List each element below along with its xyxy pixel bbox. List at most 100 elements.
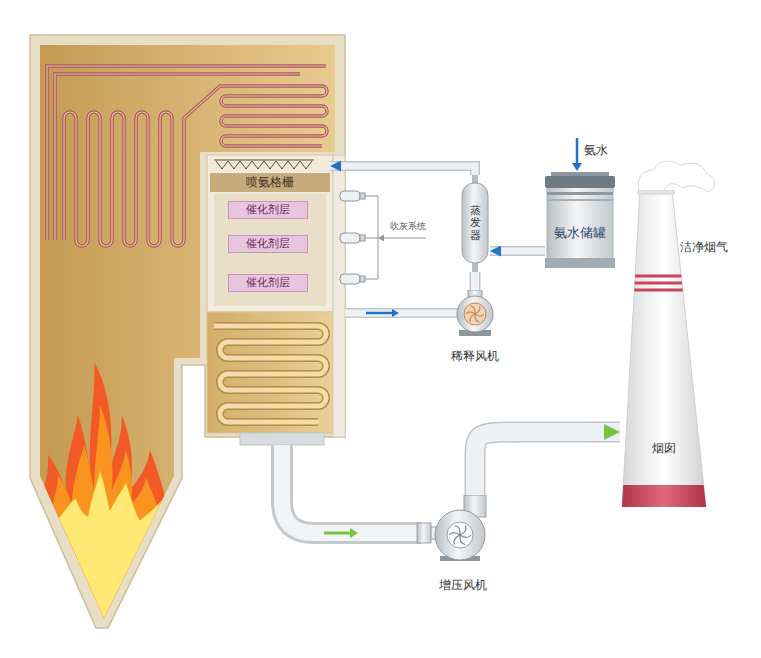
node-text: 烟囱 (652, 440, 676, 457)
flue-duct (282, 445, 421, 533)
drawing-part (572, 163, 582, 171)
drawing-part (340, 233, 360, 243)
fan-drawing (435, 290, 515, 336)
flow-arrow (366, 309, 399, 317)
drawing-part (622, 190, 706, 507)
drawing-part (470, 314, 475, 322)
drawing-part (472, 261, 478, 272)
drawing-part (350, 528, 358, 538)
drawing-part (545, 176, 615, 188)
tank-drawing (545, 172, 615, 268)
drawing-part (464, 495, 486, 517)
node-text: 稀释风机 (451, 348, 499, 365)
drawing-part (340, 274, 360, 284)
drawing-part (455, 525, 461, 535)
drawing-part (345, 308, 460, 318)
drawing-part (366, 312, 392, 315)
evaporator-vessel: 蒸发器 (460, 175, 490, 272)
drawing-part (462, 183, 488, 263)
pipe-body (475, 432, 620, 495)
drawing-part (324, 532, 350, 535)
drawing-part (471, 306, 476, 314)
injection-grid: 喷氨格栅 (210, 158, 330, 192)
drawing-part (547, 184, 613, 260)
booster-fan: 增压风机 (415, 495, 510, 600)
drawing-part (545, 258, 615, 268)
drawing-part (392, 309, 399, 317)
drawing-part (460, 535, 466, 545)
drawing-part (360, 193, 365, 199)
node-text: 催化剂层 (246, 236, 290, 252)
pipe-outline (470, 272, 481, 290)
pipe-body (471, 272, 479, 290)
pipe-outline (490, 246, 545, 256)
smoke-plume (638, 161, 714, 197)
drawing-part (384, 238, 426, 239)
drawing-part (282, 445, 421, 533)
drawing-part (345, 310, 460, 317)
drawing-part (468, 290, 482, 300)
drawing-part (475, 306, 480, 314)
drawing-part (40, 470, 178, 625)
drawing-part (435, 510, 485, 560)
storage-tank: 氨水储罐 (545, 172, 615, 268)
drawing-part (472, 175, 478, 185)
drawing-part (282, 445, 421, 533)
drawing-part (365, 196, 378, 279)
drawing-part (417, 523, 431, 543)
reactor-outlet (240, 433, 324, 445)
pipe-connector (475, 432, 620, 495)
drawing-part (464, 303, 486, 325)
drawing-part (360, 235, 365, 241)
pipe-outline (330, 166, 475, 175)
pipe-connector (490, 251, 545, 252)
soot-blowers (340, 191, 426, 284)
drawing-part (547, 199, 613, 201)
drawing-part (475, 314, 484, 316)
drawing-part (449, 533, 460, 535)
catalyst-layer: 催化剂层 (228, 201, 308, 219)
catalyst-layer: 催化剂层 (228, 274, 308, 292)
drawing-part (378, 235, 384, 242)
drawing-part (547, 192, 613, 195)
drawing-part (475, 314, 480, 322)
catalyst-layer: 催化剂层 (228, 235, 308, 253)
flow-arrow (324, 528, 358, 538)
feed-arrow (572, 138, 582, 171)
drawing-part (466, 312, 475, 314)
pipe-connector (330, 166, 475, 175)
catalyst-zone (214, 194, 326, 306)
node-text: 喷氨格栅 (246, 174, 294, 191)
drawing-part (454, 535, 460, 545)
drawing-part (340, 191, 360, 201)
node-text: 增压风机 (439, 577, 487, 594)
drawing-part (214, 326, 326, 422)
part-label: 吹灰系统 (390, 221, 426, 232)
drawing-part (460, 525, 466, 535)
part-label: 氨水 (584, 143, 608, 157)
fan-drawing (415, 495, 510, 561)
node-text: 催化剂层 (246, 202, 290, 218)
drawing-part (576, 138, 579, 164)
drawing-part (447, 522, 473, 548)
part-label: 洁净烟气 (680, 240, 728, 254)
drawing-part (635, 275, 681, 278)
drawing-part (440, 556, 480, 561)
drawing-part (214, 326, 326, 422)
drawing-part (634, 289, 682, 292)
pipe-connector (475, 272, 476, 290)
chimney-drawing (620, 190, 708, 507)
node-text: 蒸发器 (470, 205, 481, 241)
furnace-flame (40, 362, 178, 625)
drawing-part (460, 535, 471, 537)
drawing-part (457, 296, 493, 332)
node-text: 催化剂层 (246, 275, 290, 291)
pipe-body (490, 248, 545, 255)
drawing-part (459, 330, 491, 336)
pipe-body (330, 166, 475, 175)
drawing-part (638, 190, 674, 194)
